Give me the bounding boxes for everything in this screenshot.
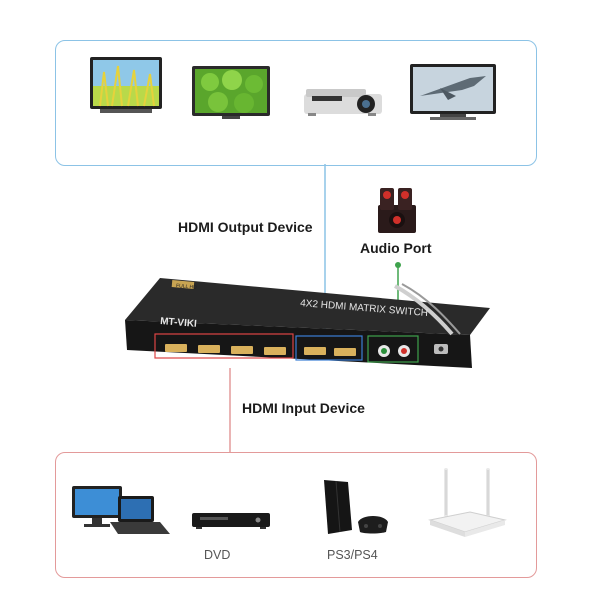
hdmi-matrix-device bbox=[125, 278, 490, 368]
router-icon bbox=[428, 468, 507, 537]
computer-laptop-icon bbox=[72, 486, 170, 534]
tv-flowers-icon bbox=[90, 57, 162, 113]
ps-caption: PS3/PS4 bbox=[327, 548, 378, 562]
dvd-player-icon bbox=[192, 513, 270, 529]
device-badge-text: FULL HD bbox=[176, 283, 197, 291]
monitor-green-icon bbox=[192, 66, 270, 119]
hdmi-output-label: HDMI Output Device bbox=[178, 219, 313, 235]
tv-jet-icon bbox=[410, 64, 496, 120]
hdmi-input-label: HDMI Input Device bbox=[242, 400, 365, 416]
projector-icon bbox=[304, 89, 382, 116]
speaker-icon bbox=[378, 188, 416, 233]
dvd-caption: DVD bbox=[204, 548, 231, 562]
audio-port-label: Audio Port bbox=[360, 240, 432, 256]
device-brand-text: MT-VIKI bbox=[160, 316, 198, 330]
ps4-console-icon bbox=[324, 480, 388, 534]
